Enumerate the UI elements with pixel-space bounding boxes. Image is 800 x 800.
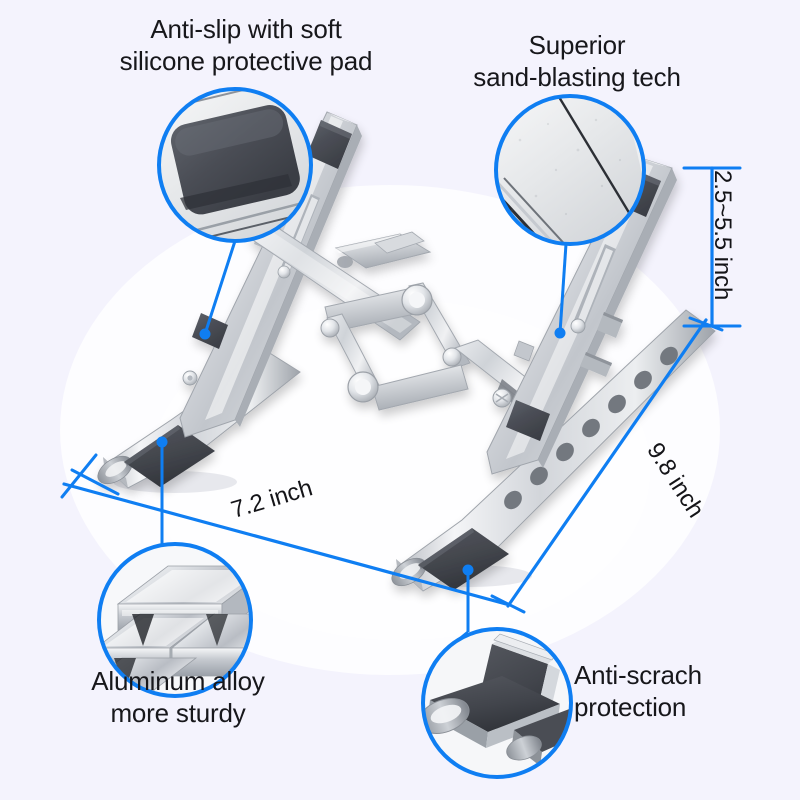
anchor-dot-anti-scratch (462, 564, 474, 576)
caption-anti-scratch: Anti-scrach protection (574, 660, 702, 722)
right-foot-rubber-pad (418, 528, 509, 590)
callout-ring-aluminum-alloy (97, 542, 253, 698)
laptop-stand-product (97, 111, 716, 592)
left-support-arm (179, 111, 362, 438)
dimension-height (682, 166, 742, 328)
foot-closeup-base (423, 676, 560, 748)
right-base-foot (391, 309, 716, 592)
leader-sand-blasting (558, 243, 568, 334)
dimension-lines (60, 166, 742, 614)
left-arm-lower-pad (192, 313, 228, 349)
callout-anti-scratch[interactable] (414, 627, 600, 779)
caption-aluminum-alloy: Aluminum alloy more sturdy (91, 666, 265, 728)
callout-sand-blasting[interactable] (470, 80, 660, 260)
anchor-dot-sand-blasting (554, 327, 566, 339)
foot-closeup-secondary (506, 708, 571, 766)
left-arm-slot-rivet (277, 265, 291, 279)
callout-aluminum-alloy[interactable] (80, 542, 288, 716)
dimension-width (60, 453, 508, 606)
callout-ring-sand-blasting (494, 94, 646, 246)
dimension-depth (490, 316, 724, 614)
caption-anti-slip: Anti-slip with soft silicone protective … (119, 14, 373, 76)
pivot-rivet-left (320, 318, 340, 338)
right-arm-slot-rivet (570, 318, 586, 334)
caption-sand-blasting: Superior sand-blasting tech (473, 30, 681, 92)
anchor-dot-aluminum (156, 436, 168, 448)
left-rear-tab (374, 231, 425, 254)
left-foot-rubber-pad (124, 425, 215, 487)
height-adjust-holes (504, 346, 678, 510)
right-arm-lower-pad (506, 400, 550, 441)
pivot-rivet-right (442, 347, 462, 367)
scissor-linkage (320, 282, 471, 411)
leader-anti-slip (203, 240, 237, 335)
callout-ring-anti-slip (157, 87, 313, 243)
dimension-label-height: 2.5~5.5 inch (709, 170, 736, 301)
anchor-dot-anti-slip (199, 328, 211, 340)
callout-ring-anti-scratch (421, 627, 573, 779)
